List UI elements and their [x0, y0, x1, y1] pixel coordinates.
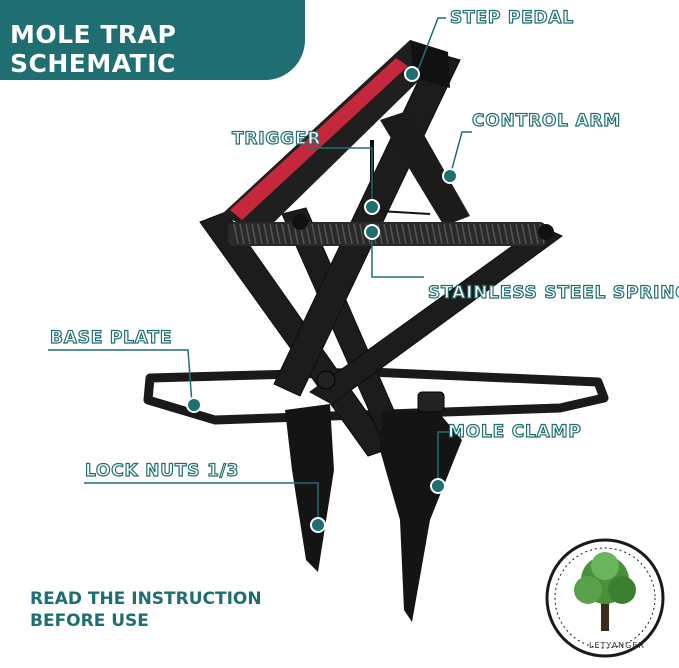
base-plate	[143, 367, 609, 425]
logo-name: LETYANGER	[589, 641, 645, 650]
callout-base-plate: BASE PLATE	[49, 327, 173, 348]
callout-step-pedal: STEP PEDAL	[449, 7, 575, 28]
instruction-line-1: READ THE INSTRUCTION	[30, 589, 262, 609]
callout-trigger: TRIGGER	[231, 128, 322, 149]
logo-badge	[545, 538, 665, 658]
lock-nuts	[316, 370, 445, 413]
instruction-note: READ THE INSTRUCTION BEFORE USE	[30, 588, 262, 632]
tree-icon	[574, 552, 636, 631]
callout-dots	[186, 66, 458, 533]
instruction-line-2: BEFORE USE	[30, 611, 149, 631]
page-title: MOLE TRAP SCHEMATIC	[10, 20, 177, 78]
callout-lock-nuts: LOCK NUTS 1/3	[84, 460, 240, 481]
callout-leaders	[48, 17, 472, 524]
callout-control-arm: CONTROL ARM	[471, 110, 622, 131]
callout-mole-clamp: MOLE CLAMP	[447, 421, 582, 442]
title-banner: MOLE TRAP SCHEMATIC	[0, 0, 305, 80]
steel-spring	[228, 214, 554, 246]
callout-springs: STAINLESS STEEL SPRINGS	[427, 282, 679, 303]
step-pedal	[222, 40, 450, 236]
